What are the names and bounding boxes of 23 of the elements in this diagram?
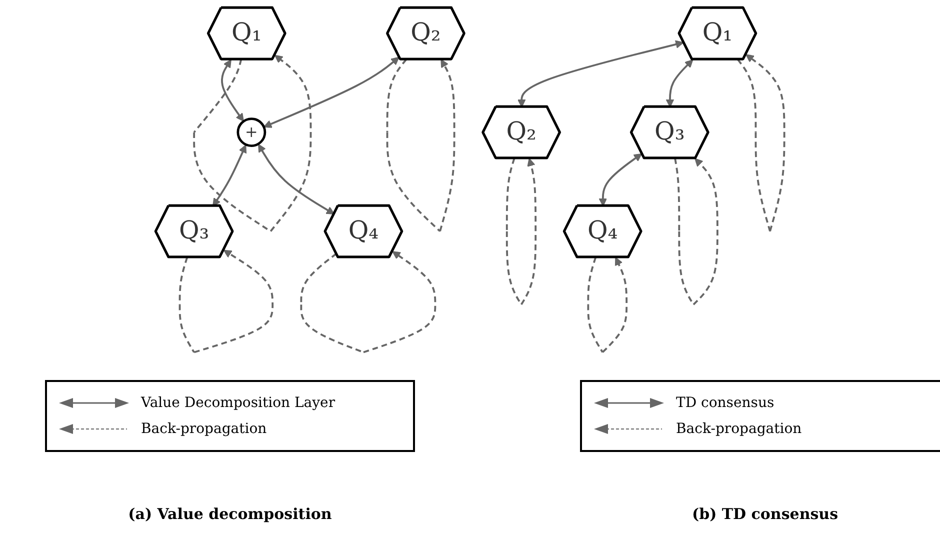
arrow bbox=[386, 58, 456, 232]
arrow bbox=[258, 144, 335, 214]
arrow bbox=[674, 158, 718, 306]
legend-label: Back-propagation bbox=[676, 421, 802, 437]
arrow bbox=[737, 54, 786, 232]
arrow bbox=[193, 54, 312, 232]
arrow bbox=[300, 251, 436, 354]
subfigure-caption: (b) TD consensus bbox=[690, 505, 840, 523]
arrow bbox=[666, 59, 694, 108]
subfigure-caption: (a) Value decomposition bbox=[127, 505, 333, 523]
arrow bbox=[587, 257, 628, 353]
graph-drawing: Q₁ Q₂ + Q₃ Q₄ Q₁ Q₂ Q₃ Q₄ bbox=[148, 0, 792, 360]
arrow bbox=[212, 144, 247, 206]
legend-label: Value Decomposition Layer bbox=[141, 395, 336, 411]
legend-label: Back-propagation bbox=[141, 421, 267, 437]
node-circle bbox=[236, 118, 266, 147]
legend-label: TD consensus bbox=[676, 395, 774, 411]
arrow bbox=[178, 250, 274, 354]
arrow bbox=[506, 158, 537, 306]
arrow bbox=[221, 59, 244, 122]
arrow bbox=[517, 40, 684, 108]
arrow bbox=[264, 56, 400, 128]
arrow bbox=[598, 153, 642, 206]
